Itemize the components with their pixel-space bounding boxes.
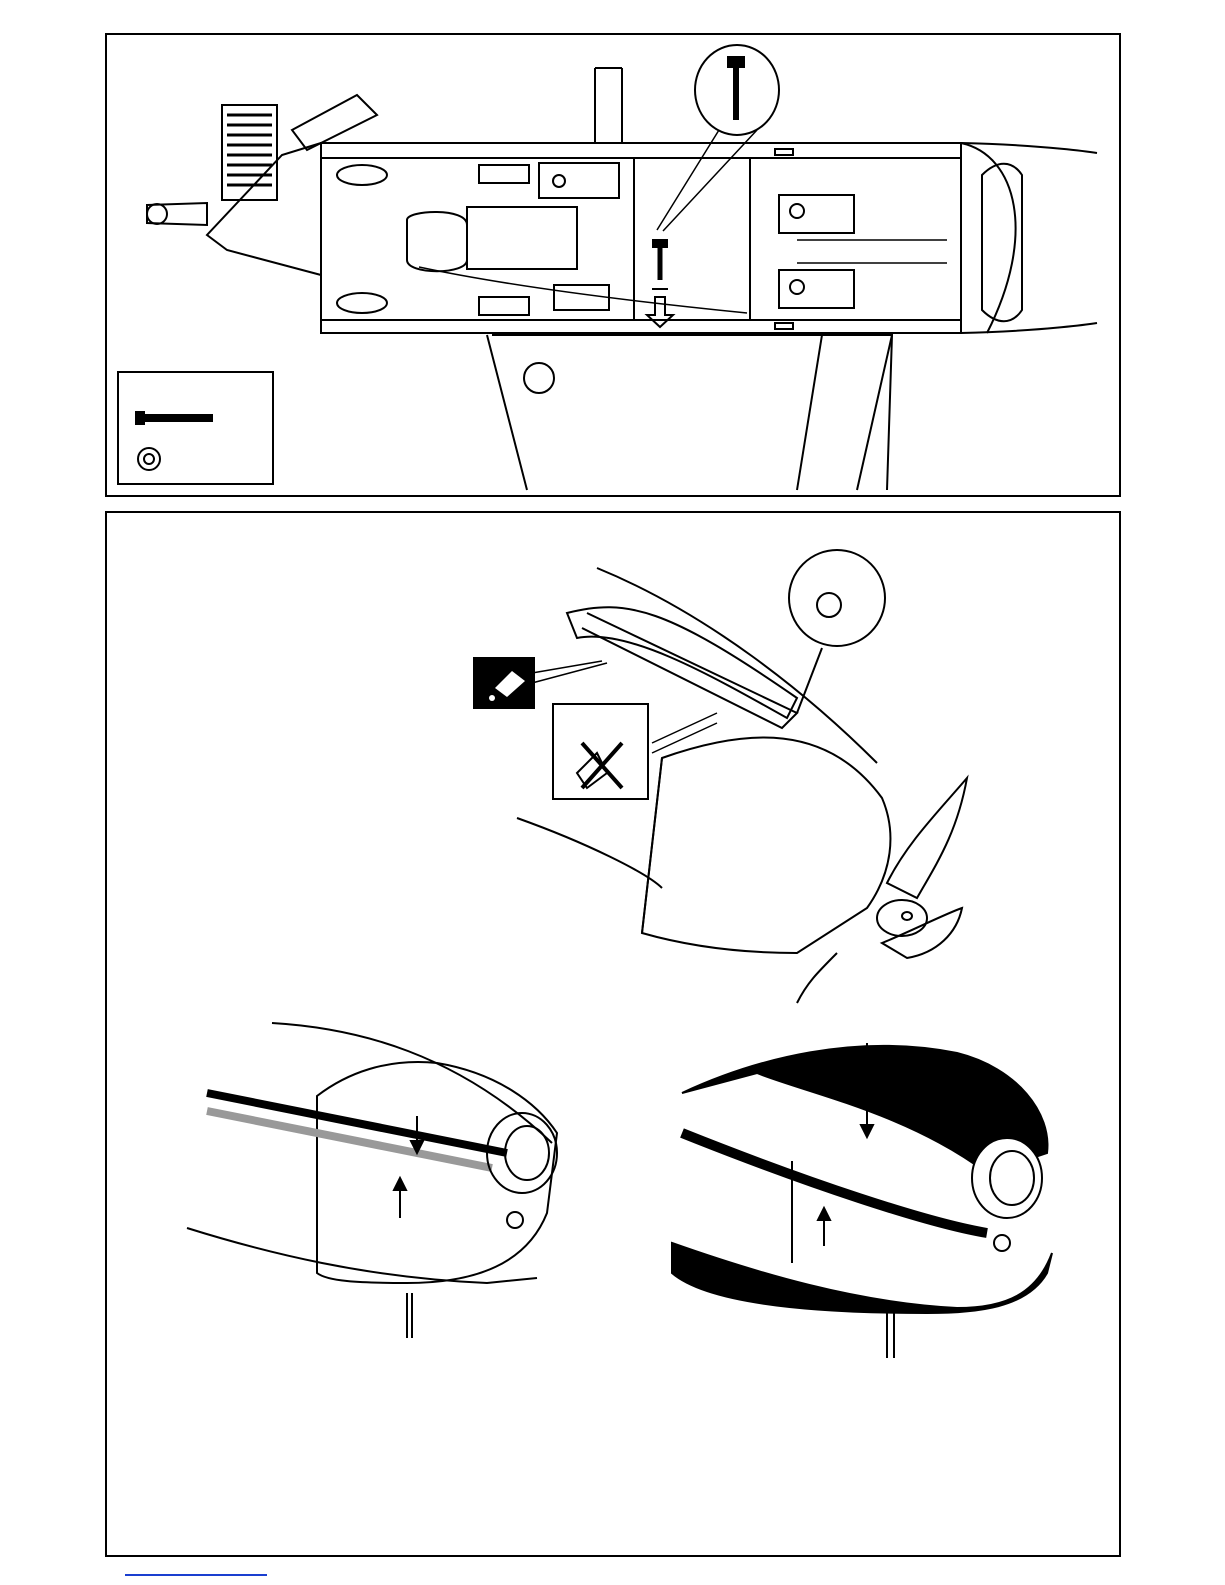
cowling-drawing — [107, 513, 1119, 1555]
wing-dowel-hole — [524, 363, 554, 393]
arrow-up-icon — [818, 1208, 830, 1246]
fuselage-installation-panel — [105, 33, 1121, 497]
no-blade-icon — [553, 704, 648, 799]
glue-bottle-icon — [473, 657, 535, 709]
arrow-down-icon — [647, 297, 673, 327]
cowl-wrong-fit-view — [187, 1023, 557, 1338]
arrow-up-icon — [394, 1178, 406, 1218]
cowl-correct-fit-view — [672, 1043, 1052, 1358]
fuselage-drawing — [107, 35, 1119, 495]
footer-link-underline[interactable] — [125, 1574, 267, 1576]
hardware-parts-legend — [118, 372, 273, 484]
cowling-installation-panel — [105, 511, 1121, 1557]
